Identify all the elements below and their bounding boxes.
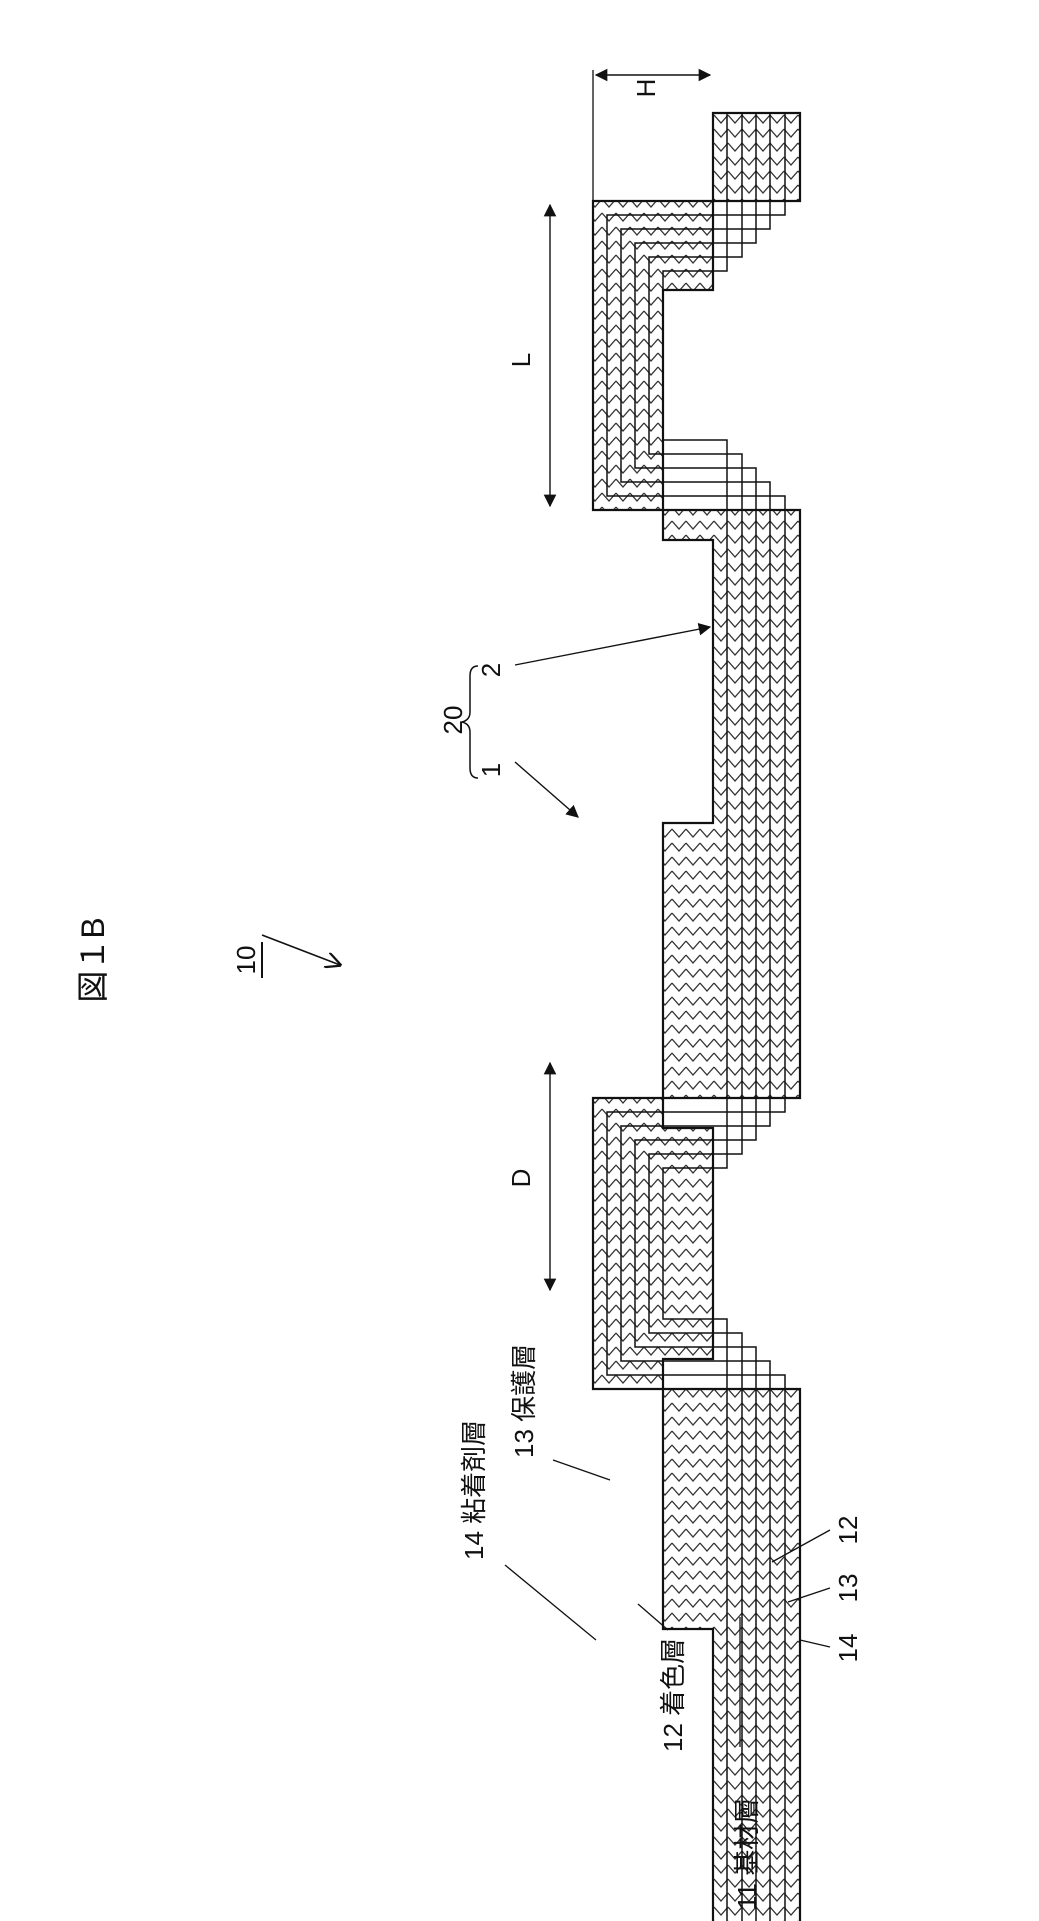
ref-20-brace: [462, 666, 478, 778]
label-right-12: 12: [833, 1516, 863, 1545]
sheet-outline: [593, 113, 800, 1921]
label-protective-layer: 13 保護層: [509, 1344, 539, 1458]
ref-20-group: 20 2 1: [438, 627, 710, 817]
h-label: H: [631, 79, 661, 98]
layer-labels: 14 粘着剤層 13 保護層 12 着色層 11 基材層 14 13 12: [459, 1344, 863, 1910]
label-base-layer: 11 基材層: [732, 1798, 762, 1910]
label-color-layer: 12 着色層: [658, 1638, 688, 1752]
label-right-13: 13: [833, 1574, 863, 1603]
label-adhesive-layer: 14 粘着剤層: [459, 1420, 489, 1560]
d-label: D: [506, 1169, 536, 1188]
dimension-h: H: [593, 70, 710, 200]
ref-10-arrow: [262, 935, 340, 965]
leader-protective: [553, 1460, 610, 1480]
ref-2-arrow: [515, 627, 710, 665]
leader-adhesive: [505, 1565, 596, 1640]
ref-label-10: 10: [231, 946, 261, 975]
leader-right-14: [800, 1640, 830, 1647]
ref-label-1: 1: [476, 763, 506, 777]
ref-1-arrow: [515, 762, 578, 817]
dimension-l: L: [506, 205, 550, 506]
ref-10-group: 10: [231, 935, 340, 978]
layered-sheet: [593, 113, 800, 1921]
dimension-d: D: [506, 1063, 550, 1290]
label-right-14: 14: [833, 1634, 863, 1663]
l-label: L: [506, 353, 536, 367]
figure-title: 図１B: [75, 917, 111, 1002]
ref-label-20: 20: [438, 706, 468, 735]
ref-label-2: 2: [476, 663, 506, 677]
